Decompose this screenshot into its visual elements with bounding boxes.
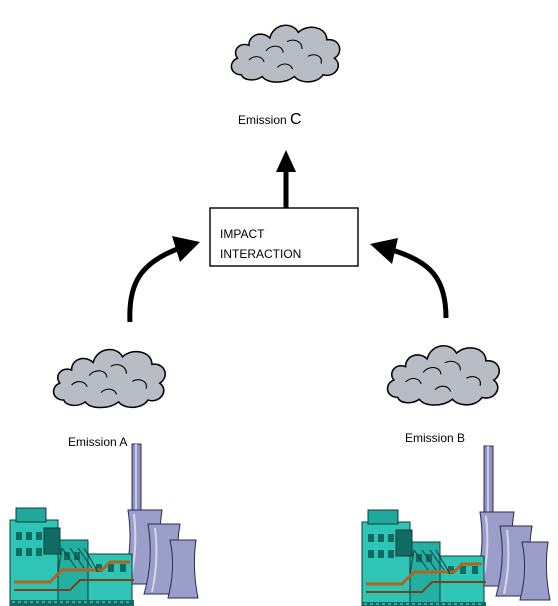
arrow-left-curve-icon (127, 236, 200, 323)
impact-interaction-box: IMPACT INTERACTION (209, 207, 359, 267)
arrow-up-icon (276, 150, 296, 208)
cloud-c-icon (230, 24, 341, 83)
emission-b-label: Emission B (405, 431, 465, 445)
cloud-a-icon (52, 348, 166, 409)
impact-box-line2: INTERACTION (220, 247, 301, 261)
power-plant-right-icon (360, 444, 552, 606)
emission-c-label: Emission C (238, 111, 302, 128)
impact-box-line1: IMPACT (220, 227, 265, 241)
arrow-right-curve-icon (370, 238, 449, 319)
cloud-b-icon (386, 345, 500, 406)
power-plant-left-icon (8, 442, 200, 606)
emission-a-label: Emission A (68, 435, 127, 449)
